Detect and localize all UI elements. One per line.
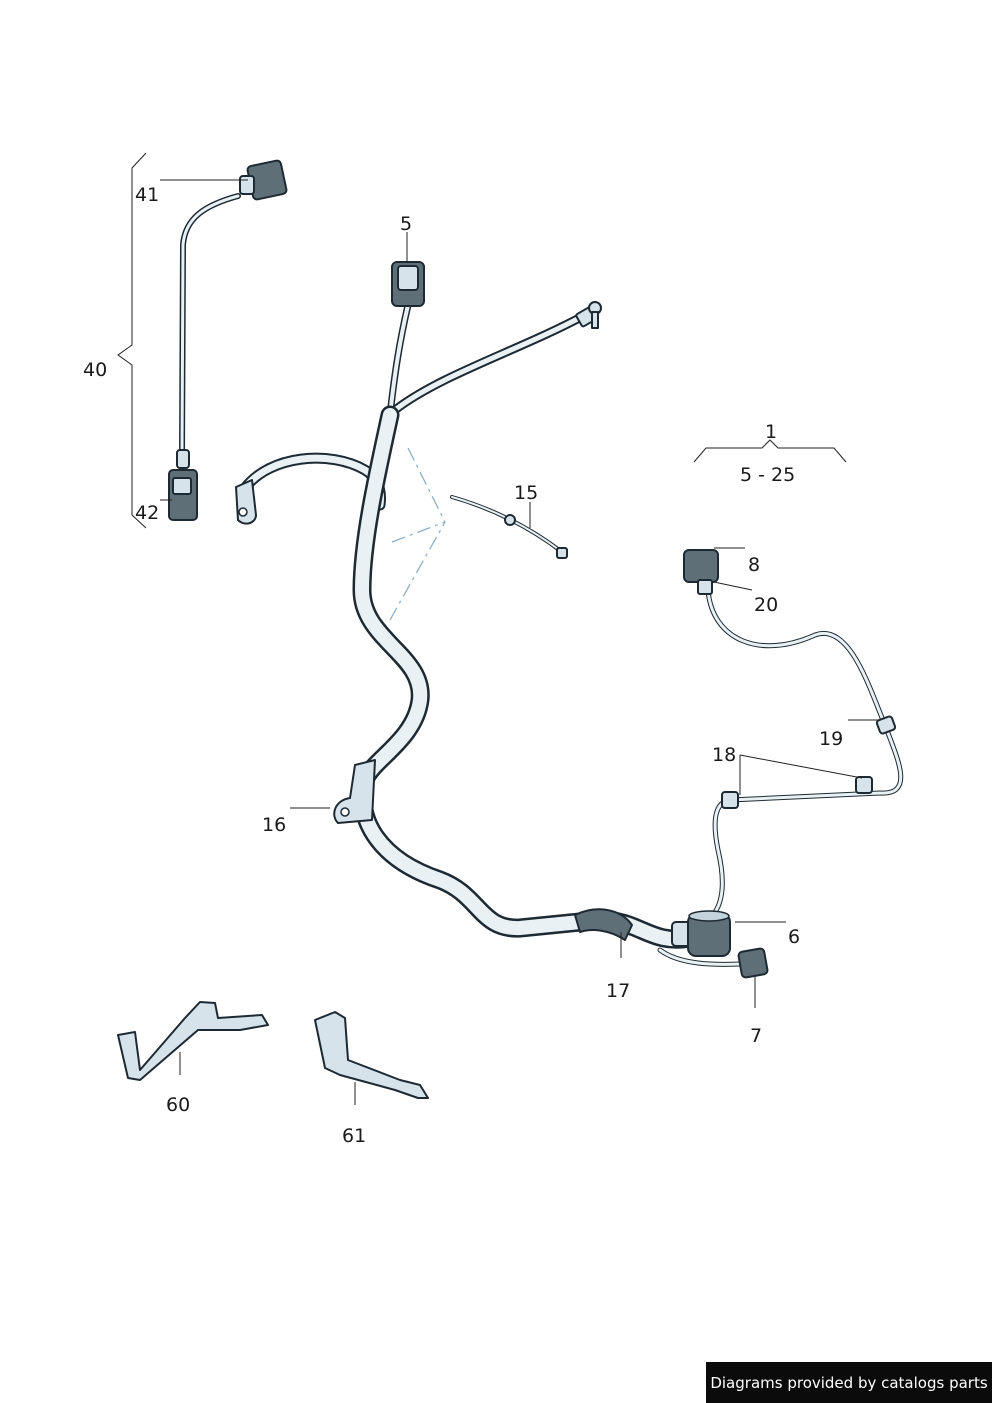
label-20: 20 bbox=[754, 594, 778, 616]
label-42: 42 bbox=[135, 502, 159, 524]
bracket-60[interactable] bbox=[117, 1001, 269, 1081]
grommet-19[interactable] bbox=[875, 715, 897, 735]
clip-18b[interactable] bbox=[855, 776, 873, 794]
connector-8[interactable] bbox=[683, 549, 719, 595]
bracket-16[interactable] bbox=[333, 759, 376, 824]
connector-42[interactable] bbox=[168, 449, 198, 521]
callout-labels: 1 5 - 25 5 6 7 8 15 16 17 18 19 20 40 41… bbox=[83, 184, 843, 1147]
main-wiring-harness bbox=[239, 301, 700, 949]
label-6: 6 bbox=[788, 926, 800, 948]
label-40: 40 bbox=[83, 359, 107, 381]
connector-7[interactable] bbox=[737, 947, 769, 979]
label-17: 17 bbox=[606, 980, 630, 1002]
label-15: 15 bbox=[514, 482, 538, 504]
label-7: 7 bbox=[750, 1025, 762, 1047]
cable-tie-15[interactable] bbox=[450, 495, 568, 559]
label-16: 16 bbox=[262, 814, 286, 836]
label-range: 5 - 25 bbox=[740, 464, 795, 486]
label-41: 41 bbox=[135, 184, 159, 206]
clip-18a[interactable] bbox=[721, 791, 739, 809]
bracket-61[interactable] bbox=[314, 1011, 429, 1099]
footer-credit-text: Diagrams provided by catalogs parts bbox=[710, 1373, 988, 1392]
sensor-6[interactable] bbox=[671, 910, 731, 957]
label-19: 19 bbox=[819, 728, 843, 750]
brace-40 bbox=[117, 152, 147, 529]
footer-credit: Diagrams provided by catalogs parts bbox=[706, 1362, 992, 1403]
ring-terminal[interactable] bbox=[235, 479, 257, 525]
dash-indicator-lines bbox=[389, 447, 446, 621]
label-1: 1 bbox=[765, 421, 777, 443]
connector-5[interactable] bbox=[391, 261, 425, 307]
label-61: 61 bbox=[342, 1125, 366, 1147]
bolt-eyelet[interactable] bbox=[575, 301, 602, 329]
label-60: 60 bbox=[166, 1094, 190, 1116]
leader-lines bbox=[160, 179, 880, 1105]
sensor-wire-assembly-40 bbox=[168, 159, 288, 521]
label-5: 5 bbox=[400, 213, 412, 235]
sensor-harness-right bbox=[657, 587, 904, 967]
label-18: 18 bbox=[712, 744, 736, 766]
label-8: 8 bbox=[748, 554, 760, 576]
